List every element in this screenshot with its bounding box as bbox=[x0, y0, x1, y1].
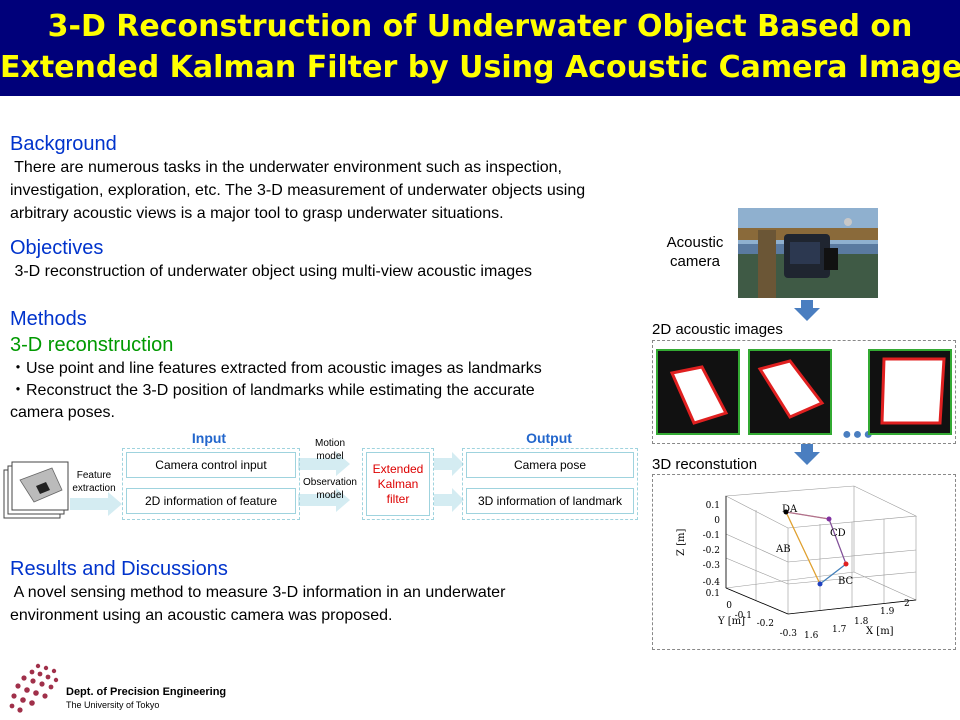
y-axis-label: Y [m] bbox=[717, 616, 745, 627]
x-tick-3: 1.9 bbox=[880, 607, 895, 617]
methods-bullet-2b: camera poses. bbox=[10, 404, 115, 421]
z-tick-4: -0.3 bbox=[703, 561, 721, 571]
z-tick-2: -0.1 bbox=[703, 531, 720, 541]
acoustic-image-3 bbox=[868, 349, 952, 435]
methods-bullet-1: ・Use point and line features extracted f… bbox=[10, 360, 542, 377]
y-tick-3: -0.2 bbox=[757, 619, 774, 629]
background-text-2: investigation, exploration, etc. The 3-D… bbox=[10, 182, 586, 199]
dept-name: Dept. of Precision Engineering bbox=[66, 686, 227, 698]
x-tick-2: 1.8 bbox=[854, 617, 869, 627]
title-line-2: Extended Kalman Filter by Using Acoustic… bbox=[0, 50, 960, 85]
label-da: DA bbox=[782, 504, 798, 515]
x-tick-4: 2 bbox=[904, 599, 910, 609]
acoustic-camera-photo bbox=[738, 208, 878, 298]
y-tick-1: 0 bbox=[726, 601, 732, 611]
methods-bullet-2: ・Reconstruct the 3-D position of landmar… bbox=[10, 382, 535, 399]
title-bar bbox=[0, 0, 960, 96]
background-text-1: There are numerous tasks in the underwat… bbox=[10, 159, 562, 176]
y-tick-4: -0.3 bbox=[780, 629, 798, 639]
acoustic-images-group bbox=[652, 340, 956, 444]
input-label: Input bbox=[191, 430, 227, 446]
output-label: Output bbox=[526, 430, 572, 446]
label-ab: AB bbox=[775, 544, 791, 555]
camera-pose-box: Camera pose bbox=[466, 452, 634, 478]
methods-heading: Methods bbox=[10, 308, 87, 330]
title-line-1: 3-D Reconstruction of Underwater Object … bbox=[47, 9, 913, 44]
feature-extraction-label: Feature extraction bbox=[72, 470, 116, 494]
results-text-2: environment using an acoustic camera was… bbox=[10, 607, 393, 624]
reconstruction-label: 3D reconstution bbox=[652, 456, 758, 473]
y-tick-0: 0.1 bbox=[706, 589, 720, 599]
z-tick-1: 0 bbox=[714, 516, 720, 526]
z-tick-5: -0.4 bbox=[703, 578, 721, 588]
university-logo bbox=[9, 663, 59, 713]
label-cd: CD bbox=[830, 528, 846, 539]
feature-2d-box: 2D information of feature bbox=[126, 488, 296, 514]
x-tick-0: 1.6 bbox=[804, 631, 819, 641]
down-arrow-2 bbox=[794, 444, 820, 465]
reconstruction-plot: DA CD AB BC 0.1 0 -0.1 -0.2 -0.3 -0.4 0.… bbox=[676, 485, 918, 641]
background-heading: Background bbox=[10, 133, 117, 155]
camera-control-input-box: Camera control input bbox=[126, 452, 296, 478]
reconstruction-plot-group bbox=[652, 474, 956, 650]
ekf-box: Extended Kalman filter bbox=[366, 452, 430, 516]
input-group bbox=[122, 448, 300, 520]
y-tick-2: -0.1 bbox=[735, 611, 752, 621]
objectives-text: 3-D reconstruction of underwater object … bbox=[10, 263, 533, 280]
acoustic-camera-label: Acoustic camera bbox=[666, 234, 724, 270]
motion-model-label: Motion model bbox=[314, 438, 345, 462]
z-tick-0: 0.1 bbox=[706, 501, 720, 511]
feature-image-stack bbox=[3, 461, 69, 519]
more-images-ellipsis: ●●● bbox=[842, 426, 874, 443]
flow-diagram-graphics bbox=[3, 452, 464, 519]
reconstruction-subheading: 3-D reconstruction bbox=[10, 334, 174, 356]
results-text-1: A novel sensing method to measure 3-D in… bbox=[10, 584, 506, 601]
acoustic-images-label: 2D acoustic images bbox=[652, 321, 783, 338]
results-heading: Results and Discussions bbox=[10, 558, 228, 580]
background-text-3: arbitrary acoustic views is a major tool… bbox=[10, 205, 504, 222]
ekf-group bbox=[362, 448, 434, 520]
landmark-3d-box: 3D information of landmark bbox=[466, 488, 634, 514]
output-group bbox=[462, 448, 638, 520]
objectives-heading: Objectives bbox=[10, 237, 104, 259]
z-tick-3: -0.2 bbox=[703, 546, 720, 556]
acoustic-image-1 bbox=[656, 349, 740, 435]
university-name: The University of Tokyo bbox=[66, 700, 160, 710]
down-arrow-1 bbox=[794, 300, 820, 321]
x-axis-label: X [m] bbox=[866, 626, 894, 637]
x-tick-1: 1.7 bbox=[832, 625, 847, 635]
observation-model-label: Observation model bbox=[303, 477, 357, 501]
z-axis-label: Z [m] bbox=[676, 528, 687, 556]
label-bc: BC bbox=[838, 576, 854, 587]
poster-title: 3-D Reconstruction of Underwater Object … bbox=[0, 6, 960, 88]
acoustic-image-2 bbox=[748, 349, 832, 435]
